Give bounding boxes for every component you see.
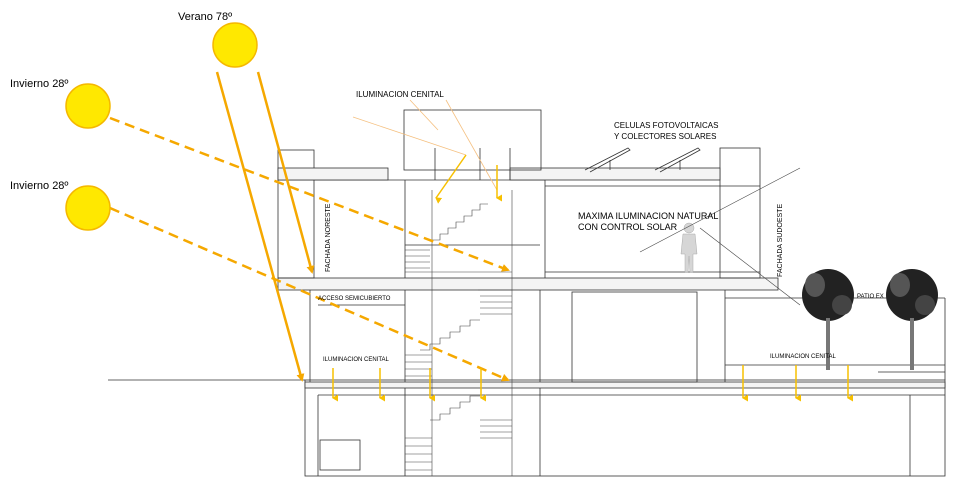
sun-summer-icon (212, 22, 258, 68)
trees (802, 269, 938, 370)
winter-rays (109, 116, 510, 382)
label-facade-southeast: FACHADA SUDOESTE (777, 204, 784, 277)
stairs (405, 190, 513, 476)
label-covered-access: ACCESO SEMICUBIERTO (318, 296, 391, 302)
label-facade-northeast: FACHADA NORESTE (325, 203, 332, 272)
tree-left (802, 269, 854, 370)
label-max-light-1: MAXIMA ILUMINACION NATURAL (578, 211, 718, 221)
winter-ray-2 (109, 206, 510, 382)
label-max-light-2: CON CONTROL SOLAR (578, 222, 678, 232)
winter-ray-1 (109, 116, 510, 272)
label-summer-sun: Verano 78º (178, 11, 232, 23)
leader-lines (352, 99, 498, 191)
southeast-leader (699, 227, 801, 306)
person-silhouette (680, 222, 698, 273)
label-zenithal-right: ILUMINACION CENITAL (770, 354, 837, 360)
label-winter-sun-bottom: Invierno 28º (10, 180, 68, 192)
summer-ray-1 (215, 71, 305, 382)
label-winter-sun-top: Invierno 28º (10, 78, 68, 90)
zenithal-arrows (332, 154, 853, 402)
label-patio: PATIO EX (857, 294, 884, 300)
label-solar-cells-2: Y COLECTORES SOLARES (614, 132, 716, 141)
label-solar-cells-1: CELULAS FOTOVOLTAICAS (614, 121, 718, 130)
summer-ray-2 (256, 71, 315, 274)
sun-winter-top-icon (65, 83, 111, 129)
suns (65, 22, 258, 231)
label-zenithal-top: ILUMINACION CENITAL (356, 90, 444, 99)
max-light-leader (639, 167, 801, 253)
building-structure (108, 109, 946, 477)
sun-winter-bottom-icon (65, 185, 111, 231)
label-zenithal-left: ILUMINACION CENITAL (323, 357, 390, 363)
tree-right (886, 269, 938, 370)
basement-outline (304, 379, 946, 477)
summer-rays (215, 71, 315, 382)
